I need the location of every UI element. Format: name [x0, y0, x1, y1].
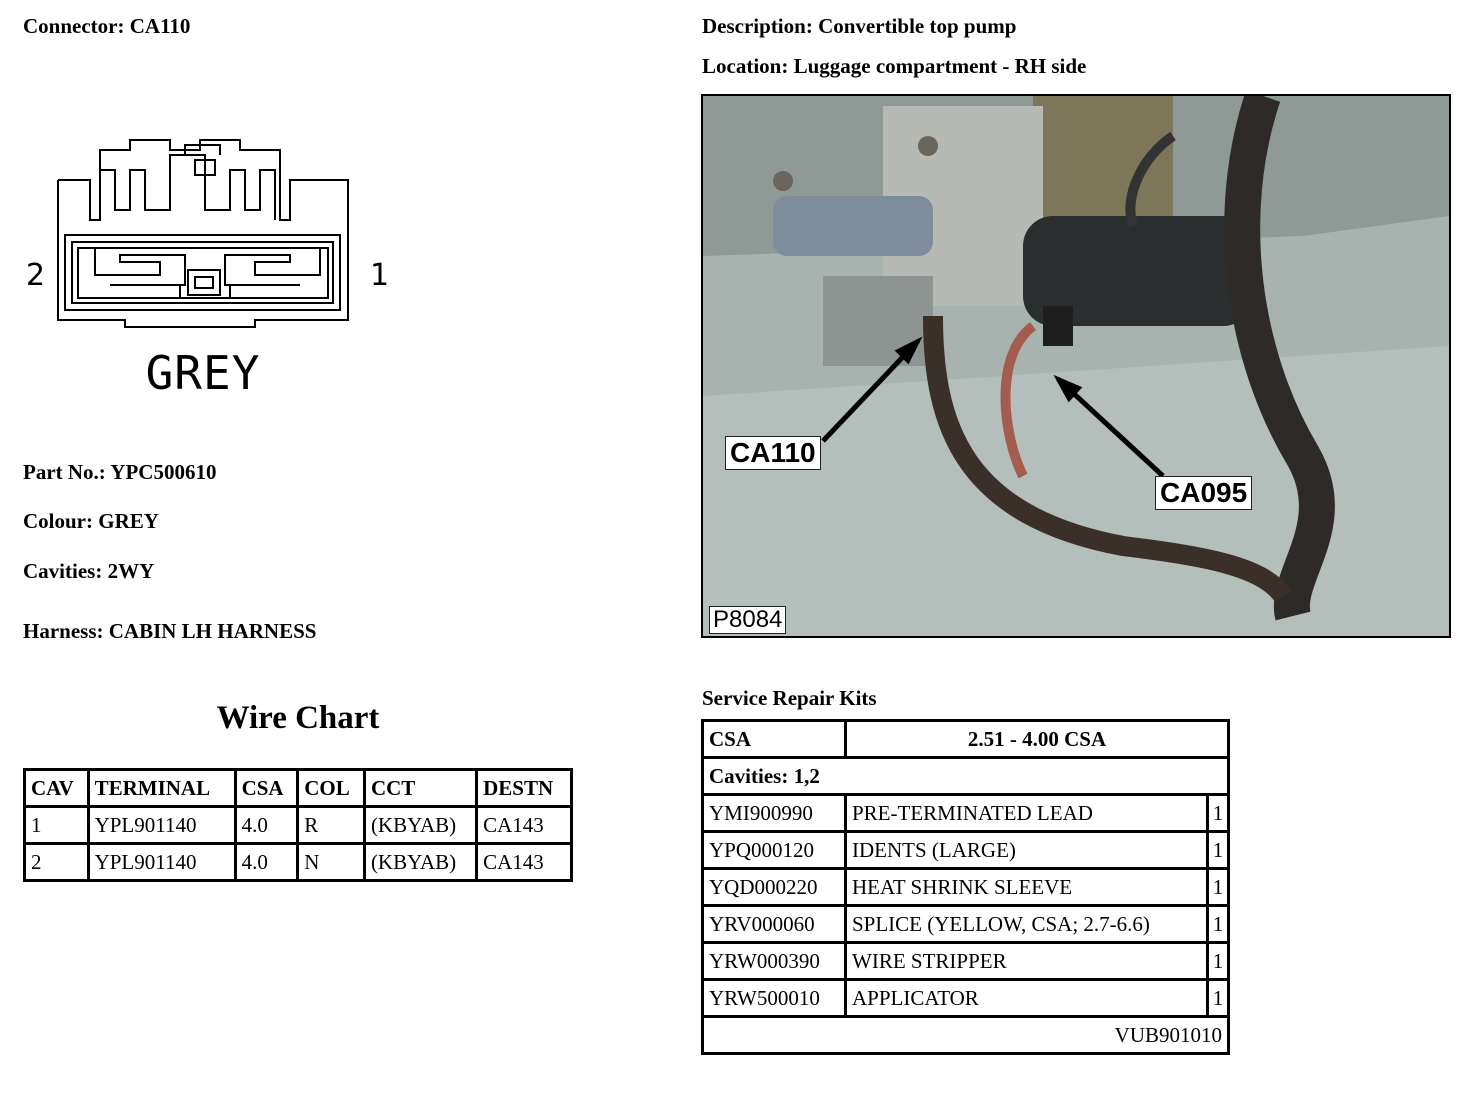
connector-colour-text: GREY [145, 346, 261, 400]
colour-label: Colour: [23, 509, 93, 533]
connector-label: Connector: [23, 14, 125, 38]
header-col: COL [299, 771, 363, 805]
header-destn: DESTN [478, 771, 570, 805]
wire-chart-title: Wire Chart [216, 700, 380, 736]
location-heading: Location: Luggage compartment - RH side [702, 54, 1086, 79]
photo-illustration [703, 96, 1449, 636]
cavities-value: 2WY [107, 559, 155, 583]
location-label: Location: [702, 54, 789, 78]
harness-label: Harness: [23, 619, 104, 643]
connector-value: CA110 [129, 14, 191, 38]
table-row: 1 YPL901140 4.0 R (KBYAB) CA143 [26, 808, 570, 842]
kit-item-description: IDENTS (LARGE) [847, 833, 1206, 867]
kit-item-description: SPLICE (YELLOW, CSA; 2.7-6.6) [847, 907, 1206, 941]
kit-part-row: VUB901010 [704, 1018, 1227, 1052]
cell-cav: 2 [26, 845, 87, 879]
cell-cct: (KBYAB) [365, 845, 476, 879]
description-label: Description: [702, 14, 813, 38]
cavities-label: Cavities: [23, 559, 103, 583]
kit-item-description: APPLICATOR [847, 981, 1206, 1015]
table-row: 2 YPL901140 4.0 N (KBYAB) CA143 [26, 845, 570, 879]
description-value: Convertible top pump [818, 14, 1017, 38]
cavities-line: Cavities: 2WY [23, 559, 154, 584]
connector-heading: Connector: CA110 [23, 14, 190, 39]
csa-label: CSA [704, 722, 844, 756]
kit-cavities: Cavities: 1,2 [704, 759, 1227, 793]
kit-item-part: YQD000220 [704, 870, 844, 904]
harness-value: CABIN LH HARNESS [108, 619, 317, 643]
csa-value: 2.51 - 4.00 CSA [847, 722, 1227, 756]
wire-chart-header-row: CAV TERMINAL CSA COL CCT DESTN [26, 771, 570, 805]
colour-value: GREY [98, 509, 159, 533]
cell-cav: 1 [26, 808, 87, 842]
table-row: YRW500010 APPLICATOR 1 [704, 981, 1227, 1015]
kit-item-part: YMI900990 [704, 796, 844, 830]
callout-ca095: CA095 [1155, 476, 1253, 510]
pin-number-left: 2 [26, 258, 45, 293]
connector-face-diagram: 2 1 [26, 139, 389, 328]
kit-item-part: YRV000060 [704, 907, 844, 941]
header-cct: CCT [365, 771, 476, 805]
part-number-value: YPC500610 [110, 460, 217, 484]
kit-item-qty: 1 [1209, 944, 1227, 978]
kit-item-qty: 1 [1209, 981, 1227, 1015]
kit-item-qty: 1 [1209, 796, 1227, 830]
cell-terminal: YPL901140 [89, 845, 234, 879]
part-number-label: Part No.: [23, 460, 106, 484]
table-row: YRW000390 WIRE STRIPPER 1 [704, 944, 1227, 978]
cell-col: N [299, 845, 363, 879]
header-terminal: TERMINAL [89, 771, 234, 805]
kit-part-number: VUB901010 [704, 1018, 1227, 1052]
photo-code: P8084 [709, 606, 787, 634]
cell-cct: (KBYAB) [365, 808, 476, 842]
kit-item-qty: 1 [1209, 833, 1227, 867]
kit-item-part: YRW000390 [704, 944, 844, 978]
table-row: YPQ000120 IDENTS (LARGE) 1 [704, 833, 1227, 867]
part-number-line: Part No.: YPC500610 [23, 460, 216, 485]
service-kits-title: Service Repair Kits [702, 686, 877, 710]
pin-number-right: 1 [370, 258, 389, 293]
wire-chart-table: CAV TERMINAL CSA COL CCT DESTN 1 YPL9011… [23, 768, 573, 882]
cell-csa: 4.0 [236, 808, 297, 842]
cell-destn: CA143 [478, 845, 570, 879]
table-row: YMI900990 PRE-TERMINATED LEAD 1 [704, 796, 1227, 830]
kit-item-description: WIRE STRIPPER [847, 944, 1206, 978]
kit-item-part: YPQ000120 [704, 833, 844, 867]
header-csa: CSA [236, 771, 297, 805]
cell-terminal: YPL901140 [89, 808, 234, 842]
cell-csa: 4.0 [236, 845, 297, 879]
cell-col: R [299, 808, 363, 842]
kit-item-description: HEAT SHRINK SLEEVE [847, 870, 1206, 904]
kit-item-qty: 1 [1209, 907, 1227, 941]
kit-item-qty: 1 [1209, 870, 1227, 904]
description-heading: Description: Convertible top pump [702, 14, 1016, 39]
colour-line: Colour: GREY [23, 509, 159, 534]
cavities-row: Cavities: 1,2 [704, 759, 1227, 793]
location-photo: CA110 CA095 P8084 [701, 94, 1451, 638]
kit-item-part: YRW500010 [704, 981, 844, 1015]
service-kits-table: CSA 2.51 - 4.00 CSA Cavities: 1,2 YMI900… [701, 719, 1230, 1055]
callout-ca110: CA110 [725, 436, 821, 470]
location-value: Luggage compartment - RH side [793, 54, 1087, 78]
table-row: YQD000220 HEAT SHRINK SLEEVE 1 [704, 870, 1227, 904]
harness-line: Harness: CABIN LH HARNESS [23, 619, 316, 644]
table-row: YRV000060 SPLICE (YELLOW, CSA; 2.7-6.6) … [704, 907, 1227, 941]
cell-destn: CA143 [478, 808, 570, 842]
csa-row: CSA 2.51 - 4.00 CSA [704, 722, 1227, 756]
kit-item-description: PRE-TERMINATED LEAD [847, 796, 1206, 830]
header-cav: CAV [26, 771, 87, 805]
